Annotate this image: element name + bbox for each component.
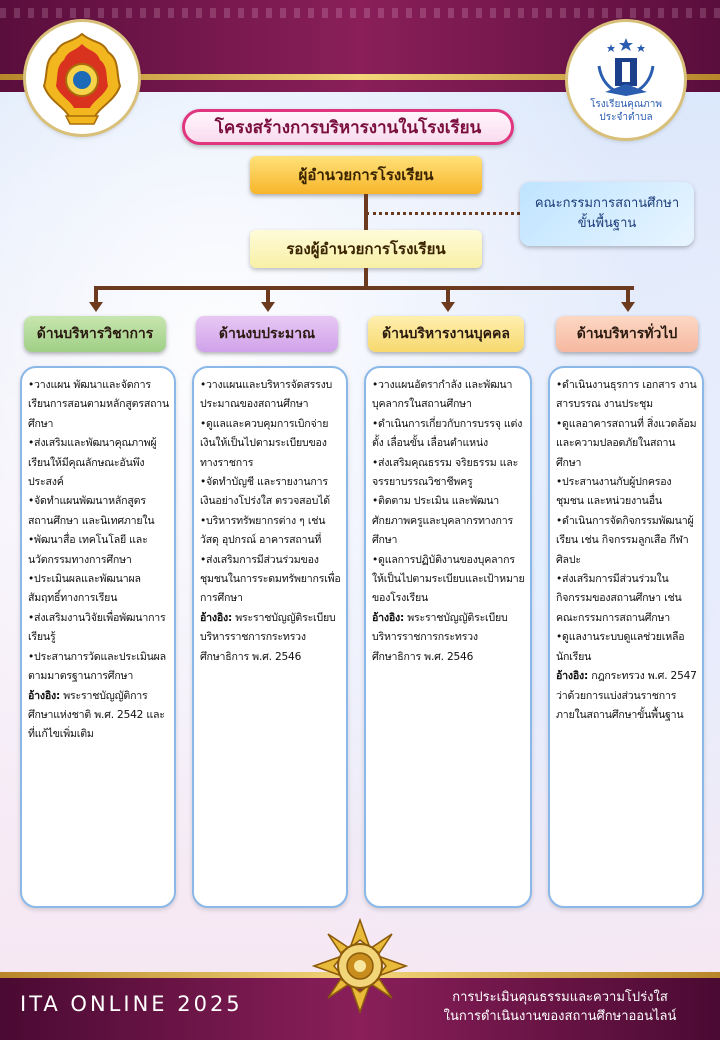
dept-personnel-header: ด้านบริหารงานบุคคล [368, 316, 524, 352]
deputy-trunk-connector [364, 268, 368, 288]
footer-line2: ในการดำเนินงานของสถานศึกษาออนไลน์ [443, 1009, 677, 1024]
branch-connector-3 [446, 286, 450, 304]
list-item: •ประสานงานกับผู้ปกครอง ชุมชน และหน่วยงาน… [556, 476, 672, 508]
page-title: โครงสร้างการบริหารงานในโรงเรียน [182, 109, 514, 145]
dept-academic-card: •วางแผน พัฒนาและจัดการเรียนการสอนตามหลัก… [20, 366, 176, 908]
list-item: •พัฒนาสื่อ เทคโนโลยี และนวัตกรรมทางการศึ… [28, 534, 148, 566]
arrow-down-icon [261, 302, 275, 312]
dept-academic-header: ด้านบริหารวิชาการ [24, 316, 166, 352]
footer-description: การประเมินคุณธรรมและความโปร่งใส ในการดำเ… [410, 988, 710, 1026]
reference: อ้างอิง: พระราชบัญญัติการศึกษาแห่งชาติ พ… [28, 687, 170, 745]
list-item: •ดูแลการปฏิบัติงานของบุคลากรให้เป็นไปตาม… [372, 553, 525, 605]
list-item: •วางแผนอัตรากำลัง และพัฒนาบุคลากรในสถานศ… [372, 379, 513, 411]
list-item: •ส่งเสริมงานวิจัยเพื่อพัฒนาการเรียนรู้ [28, 611, 166, 644]
committee-line2: ขั้นพื้นฐาน [577, 216, 637, 231]
list-item: •ส่งเสริมและพัฒนาคุณภาพผู้เรียนให้มีคุณล… [28, 437, 157, 489]
reference-text: พระราชบัญญัติการศึกษาแห่งชาติ พ.ศ. 2542 … [28, 689, 165, 741]
reference-label: อ้างอิง: [28, 689, 61, 702]
horizontal-connector [94, 286, 634, 290]
right-logo-line2: ประจำตำบล [599, 112, 653, 123]
dept-budget-card: •วางแผนและบริหารจัดสรรงบประมาณของสถานศึก… [192, 366, 348, 908]
quality-school-logo-icon [597, 38, 655, 96]
reference-label: อ้างอิง: [556, 670, 589, 683]
footer-ita-title: ITA ONLINE 2025 [20, 992, 243, 1016]
list-item: •ส่งเสริมคุณธรรม จริยธรรม และจรรยาบรรณวิ… [372, 456, 519, 489]
branch-connector-2 [266, 286, 270, 304]
deputy-box: รองผู้อำนวยการโรงเรียน [250, 230, 482, 268]
reference-label: อ้างอิง: [200, 611, 233, 624]
reference-label: อ้างอิง: [372, 611, 405, 624]
list-item: •ดำเนินการจัดกิจกรรมพัฒนาผู้เรียน เช่น ก… [556, 514, 694, 566]
branch-connector-1 [94, 286, 98, 304]
footer-line1: การประเมินคุณธรรมและความโปร่งใส [452, 990, 668, 1005]
list-item: •วางแผนและบริหารจัดสรรงบประมาณของสถานศึก… [200, 379, 333, 411]
list-item: •จัดทำแผนพัฒนาหลักสูตรสถานศึกษา และนิเทศ… [28, 495, 155, 527]
arrow-down-icon [621, 302, 635, 312]
reference-text: พระราชบัญญัติระเบียบบริหารราชการกระทรวงศ… [372, 611, 508, 663]
list-item: •บริหารทรัพยากรต่าง ๆ เช่น วัสดุ อุปกรณ์… [200, 514, 326, 547]
dept-general-card: •ดำเนินงานธุรการ เอกสาร งานสารบรรณ งานปร… [548, 366, 704, 908]
right-logo: โรงเรียนคุณภาพ ประจำตำบล [568, 22, 684, 138]
director-deputy-connector [364, 194, 368, 230]
list-item: •ดำเนินการเกี่ยวกับการบรรจุ แต่งตั้ง เลื… [372, 417, 523, 450]
list-item: •ดูแลงานระบบดูแลช่วยเหลือนักเรียน [556, 631, 685, 663]
list-item: •วางแผน พัฒนาและจัดการเรียนการสอนตามหลัก… [28, 379, 170, 430]
gold-flower-emblem-icon [312, 918, 408, 1014]
list-item: •ประเมินผลและพัฒนาผลสัมฤทธิ์ทางการเรียน [28, 573, 141, 605]
left-logo [26, 22, 138, 134]
list-item: •ดำเนินงานธุรการ เอกสาร งานสารบรรณ งานปร… [556, 379, 697, 411]
dept-budget-header: ด้านงบประมาณ [196, 316, 338, 352]
branch-connector-4 [626, 286, 630, 304]
dept-personnel-card: •วางแผนอัตรากำลัง และพัฒนาบุคลากรในสถานศ… [364, 366, 532, 908]
list-item: •ส่งเสริมการมีส่วนร่วมของชุมชนในการระดมท… [200, 553, 341, 605]
ministry-of-education-emblem-icon [42, 32, 122, 125]
list-item: •จัดทำบัญชี และรายงานการเงินอย่างโปร่งใส… [200, 476, 330, 508]
list-item: •ประสานการวัดและประเมินผลตามมาตรฐานการศึ… [28, 650, 166, 683]
right-logo-line1: โรงเรียนคุณภาพ [590, 99, 662, 110]
top-gold-line [0, 74, 720, 80]
director-box: ผู้อำนวยการโรงเรียน [250, 156, 482, 194]
arrow-down-icon [89, 302, 103, 312]
committee-dotted-connector [366, 212, 520, 215]
reference: อ้างอิง: พระราชบัญญัติระเบียบบริหารราชกา… [372, 609, 526, 667]
reference-text: พระราชบัญญัติระเบียบบริหารราชการกระทรวงศ… [200, 611, 336, 663]
committee-box: คณะกรรมการสถานศึกษา ขั้นพื้นฐาน [520, 182, 694, 246]
arrow-down-icon [441, 302, 455, 312]
reference: อ้างอิง: กฎกระทรวง พ.ศ. 2547 ว่าด้วยการแ… [556, 667, 698, 725]
reference-text: กฎกระทรวง พ.ศ. 2547 ว่าด้วยการแบ่งส่วนรา… [556, 670, 697, 721]
list-item: •ติดตาม ประเมิน และพัฒนาศักยภาพครูและบุค… [372, 495, 513, 547]
committee-line1: คณะกรรมการสถานศึกษา [534, 196, 680, 211]
list-item: •ดูแลและควบคุมการเบิกจ่ายเงินให้เป็นไปตา… [200, 417, 329, 469]
list-item: •ส่งเสริมการมีส่วนร่วมในกิจกรรมของสถานศึ… [556, 573, 682, 624]
list-item: •ดูแลอาคารสถานที่ สิ่งแวดล้อม และความปลอ… [556, 417, 697, 469]
dept-general-header: ด้านบริหารทั่วไป [556, 316, 698, 352]
reference: อ้างอิง: พระราชบัญญัติระเบียบบริหารราชกา… [200, 609, 342, 667]
